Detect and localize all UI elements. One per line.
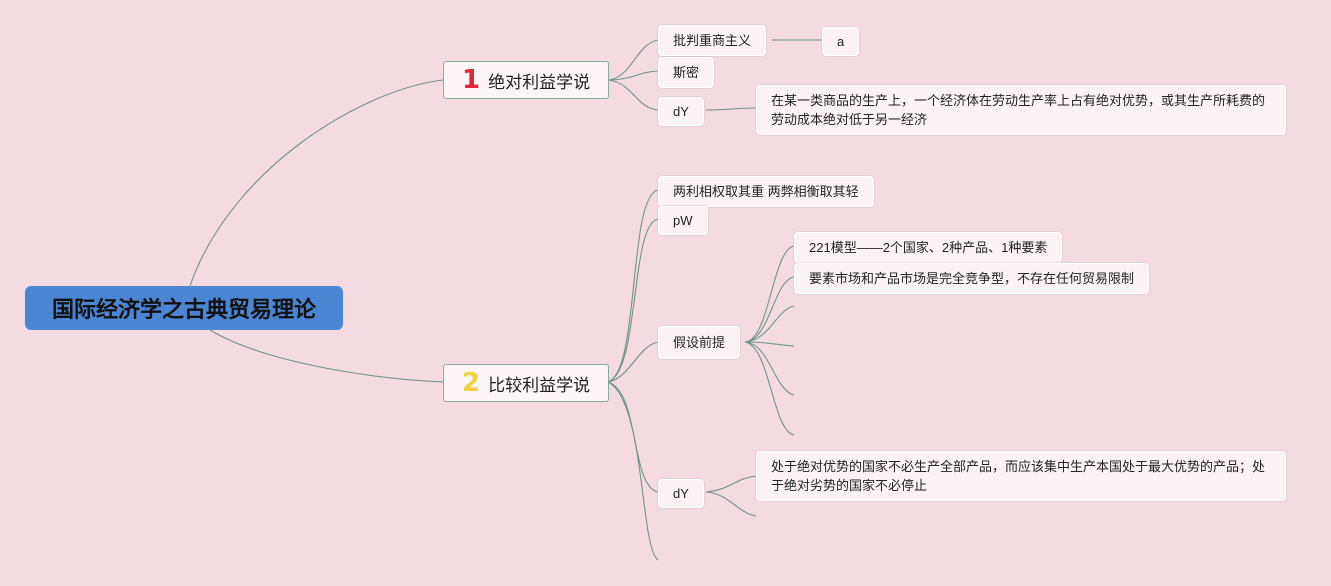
node-b2-dy[interactable]: dY [658,479,704,508]
link-b1dy-text [705,107,757,111]
link-b2-principle [607,189,659,383]
link-b2-dy [607,381,659,493]
link-b2-pw [607,218,659,383]
node-b1-definition-text: 在某一类商品的生产上，一个经济体在劳动生产率上占有绝对优势，或其生产所耗费的劳动… [771,93,1266,127]
node-b2-definition-text: 处于绝对优势的国家不必生产全部产品，而应该集中生产本国处于最大优势的产品；处于绝… [771,459,1266,493]
link-assume-4 [744,341,795,347]
node-critique-label: 批判重商主义 [673,33,752,48]
link-assume-2 [744,276,795,343]
link-b2dy-text-1 [705,475,757,493]
number-1-icon: 1 [462,65,481,95]
node-assumption-1-label: 221模型——2个国家、2种产品、1种要素 [809,240,1048,255]
node-a[interactable]: a [822,27,860,56]
link-b2-assume [607,341,659,383]
node-assumption-2[interactable]: 要素市场和产品市场是完全竞争型，不存在任何贸易限制 [794,263,1150,294]
node-assumptions[interactable]: 假设前提 [658,326,741,359]
number-2-icon: 2 [462,368,481,398]
link-b1-smith [607,70,659,81]
node-pw[interactable]: pW [658,206,708,235]
node-b1-dy-label: dY [673,104,689,119]
node-b2-definition[interactable]: 处于绝对优势的国家不必生产全部产品，而应该集中生产本国处于最大优势的产品；处于绝… [756,451,1286,501]
node-pw-label: pW [673,213,693,228]
node-critique-mercantilism[interactable]: 批判重商主义 [658,25,767,56]
link-b2dy-text-2 [705,491,757,517]
node-principle-label: 两利相权取其重 两弊相衡取其轻 [673,184,859,199]
branch1-label: 绝对利益学说 [488,72,591,92]
node-b1-dy[interactable]: dY [658,97,704,126]
link-assume-3 [744,305,795,343]
node-assumption-1[interactable]: 221模型——2个国家、2种产品、1种要素 [794,232,1063,263]
branch-absolute-advantage[interactable]: 1 绝对利益学说 [443,61,609,99]
node-smith[interactable]: 斯密 [658,57,715,88]
link-b1-critique [607,39,659,81]
link-b1-dy [607,79,659,111]
link-root-branch1 [189,79,444,287]
root-label: 国际经济学之古典贸易理论 [51,298,316,323]
link-root-branch2 [209,329,444,383]
node-smith-label: 斯密 [673,65,700,80]
node-a-label: a [837,34,845,49]
root-topic[interactable]: 国际经济学之古典贸易理论 [25,286,343,330]
node-b2-dy-label: dY [673,486,689,501]
branch2-label: 比较利益学说 [488,375,591,395]
branch-comparative-advantage[interactable]: 2 比较利益学说 [443,364,609,402]
node-assumption-2-label: 要素市场和产品市场是完全竞争型，不存在任何贸易限制 [809,271,1135,286]
node-b1-definition[interactable]: 在某一类商品的生产上，一个经济体在劳动生产率上占有绝对优势，或其生产所耗费的劳动… [756,85,1286,135]
link-assume-5 [744,341,795,396]
node-assumptions-label: 假设前提 [673,335,726,350]
node-principle[interactable]: 两利相权取其重 两弊相衡取其轻 [658,176,874,207]
link-b2-empty [607,381,659,561]
link-assume-6 [744,341,795,436]
link-assume-1 [744,245,795,343]
